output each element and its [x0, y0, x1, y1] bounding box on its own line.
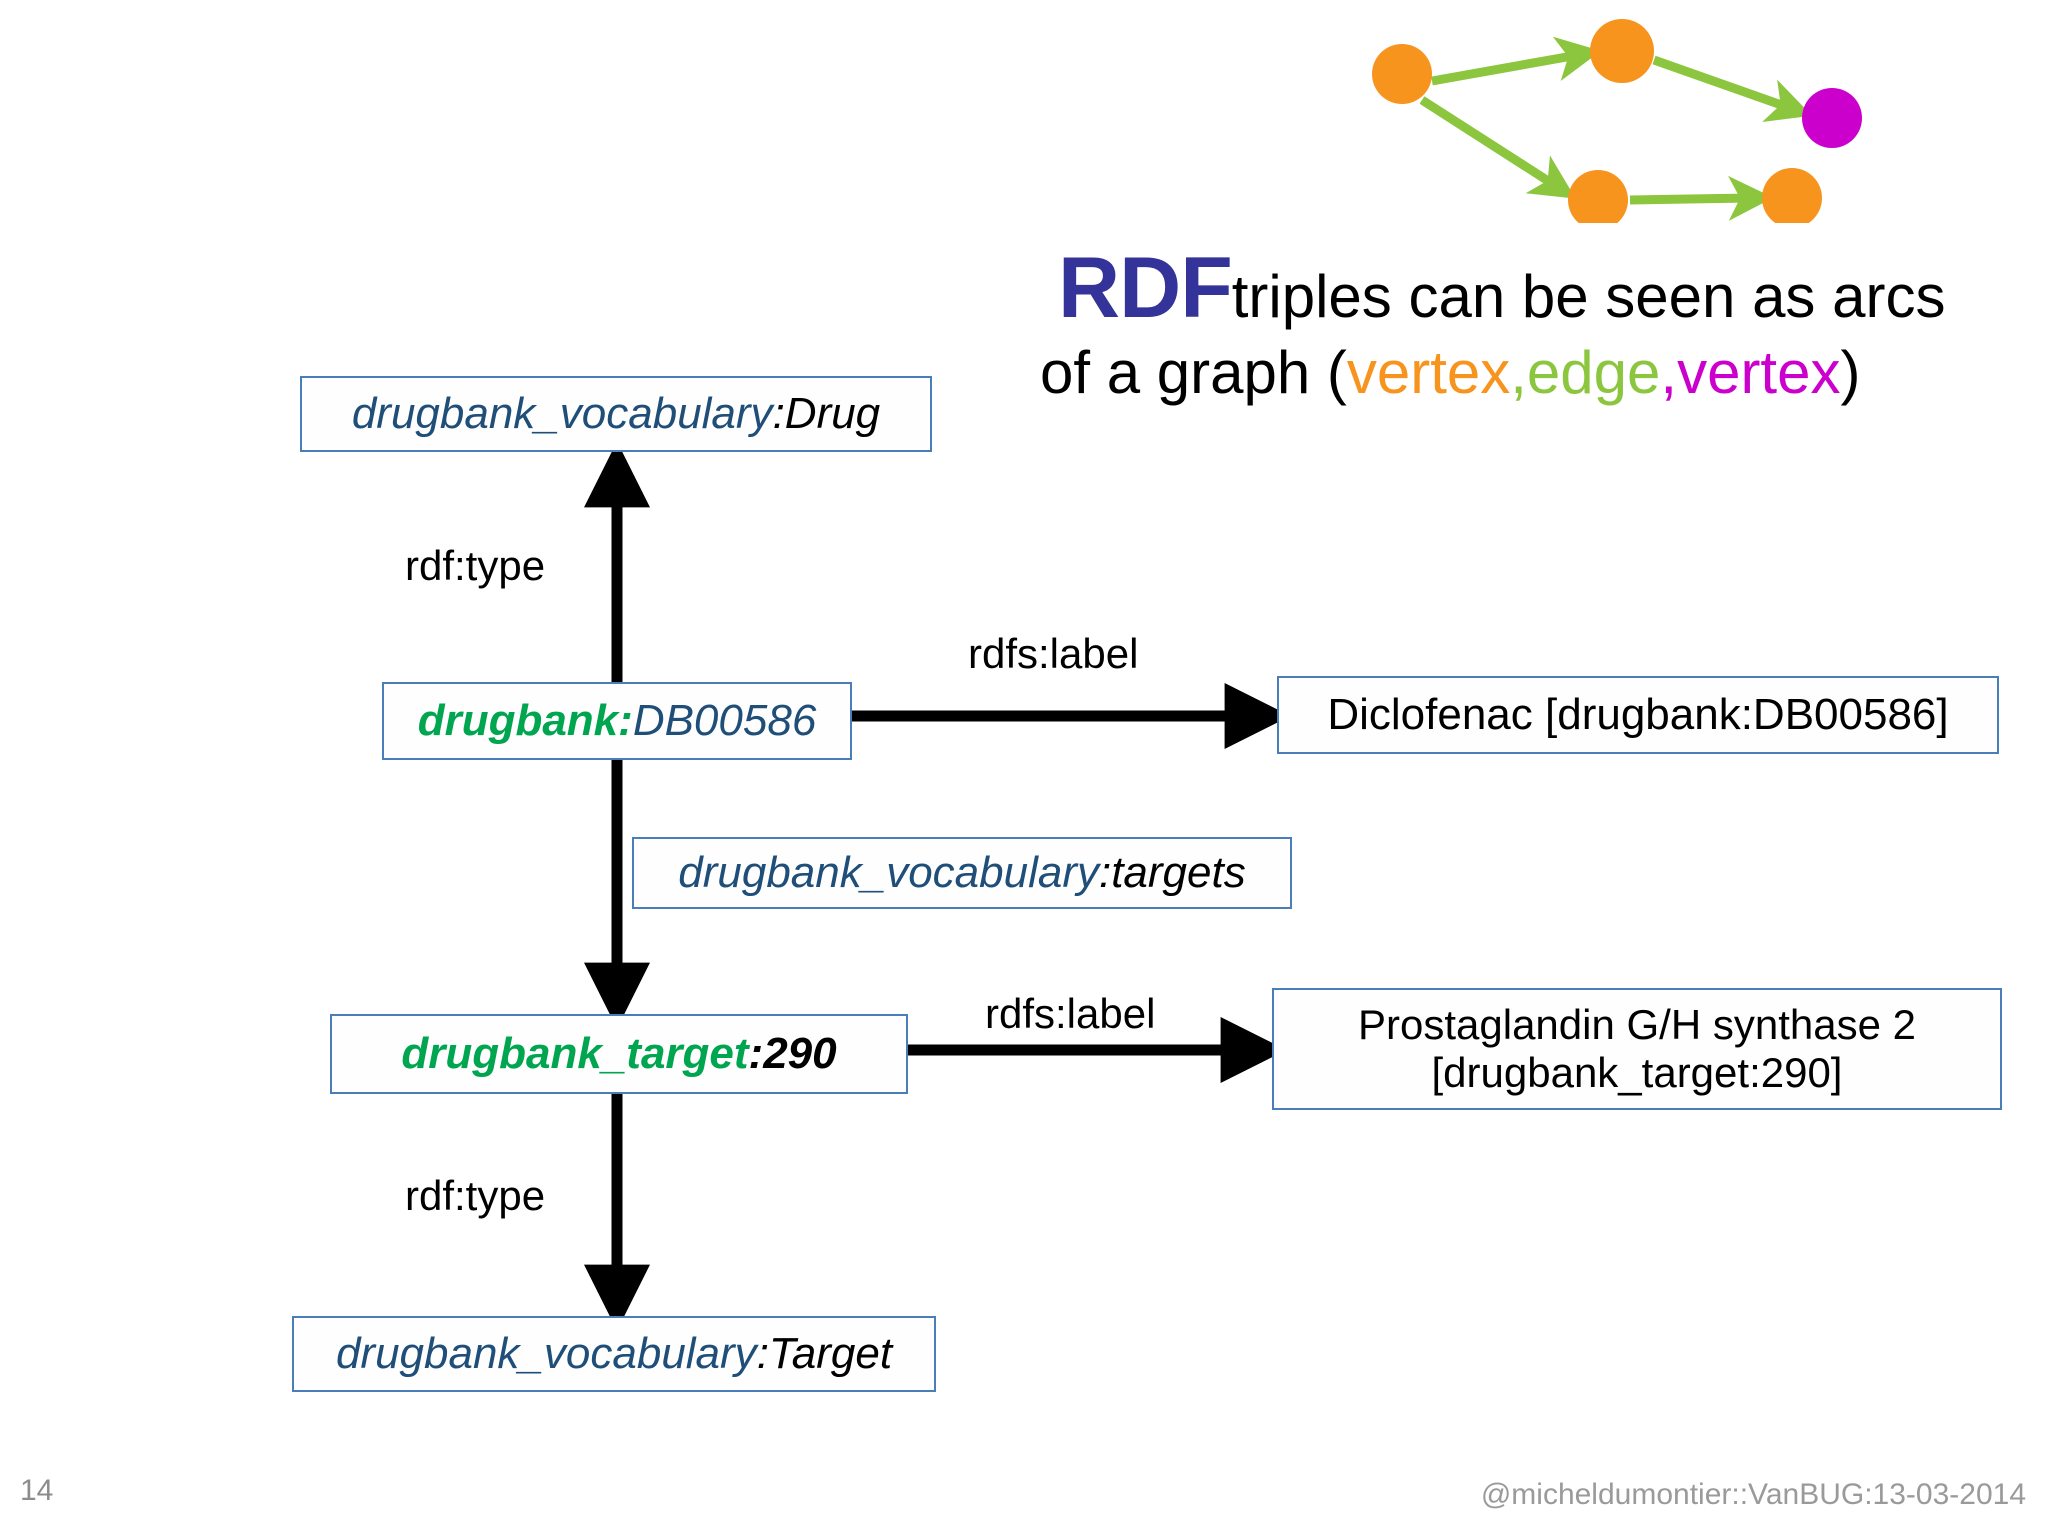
graph-node-orange-2	[1590, 19, 1654, 83]
banner-vertex-subject: vertex	[1346, 339, 1511, 406]
node-prostaglandin-line1: Prostaglandin G/H synthase 2	[1358, 1000, 1916, 1048]
banner-edge-word: edge	[1526, 339, 1661, 406]
node-drugbank-vocabulary-drug[interactable]: drugbank_vocabulary:Drug	[300, 376, 932, 452]
node-drugbank-id-prefix: drugbank	[417, 695, 619, 745]
banner-text-block: RDFtriples can be seen as arcs of a grap…	[1030, 245, 2040, 403]
banner-line-2: of a graph (vertex,edge,vertex)	[1040, 343, 2040, 403]
graph-edge-3	[1419, 96, 1576, 199]
node-drugbank-id-separator: :	[618, 695, 633, 745]
graph-node-orange-4	[1762, 168, 1822, 223]
node-targets-local: :targets	[1098, 847, 1246, 897]
node-drug-class-text: drugbank_vocabulary:Drug	[352, 389, 880, 440]
node-targets-text: drugbank_vocabulary:targets	[678, 848, 1245, 899]
node-drugbank-id-text: drugbank:DB00586	[418, 696, 817, 747]
edge-label-rdf-type-top: rdf:type	[405, 542, 546, 589]
node-targets-prefix: drugbank_vocabulary	[678, 847, 1099, 897]
page-number: 14	[20, 1474, 54, 1507]
node-target-id-local: :290	[748, 1028, 837, 1078]
graph-node-magenta	[1802, 88, 1862, 148]
node-diclofenac-label[interactable]: Diclofenac [drugbank:DB00586]	[1277, 676, 1999, 754]
node-drugbank-db00586[interactable]: drugbank:DB00586	[382, 682, 852, 760]
banner-comma-2: ,	[1660, 339, 1678, 406]
node-target-id-prefix: drugbank_target	[401, 1028, 749, 1078]
node-prostaglandin-label[interactable]: Prostaglandin G/H synthase 2 [drugbank_t…	[1272, 988, 2002, 1110]
graph-edge-1	[1431, 36, 1602, 86]
node-target-id-text: drugbank_target:290	[401, 1029, 836, 1080]
graph-node-orange-1	[1372, 44, 1432, 104]
rdf-banner: RDFtriples can be seen as arcs of a grap…	[1020, 0, 2048, 440]
banner-line-1: RDFtriples can be seen as arcs	[1058, 245, 2040, 331]
graph-edge-4	[1629, 175, 1774, 221]
attribution-footer: @micheldumontier::VanBUG:13-03-2014	[1480, 1478, 2026, 1511]
edge-label-rdf-type-bottom: rdf:type	[405, 1172, 546, 1219]
node-drugbank-vocabulary-target[interactable]: drugbank_vocabulary:Target	[292, 1316, 936, 1392]
rdf-graph-illustration	[1372, 19, 1862, 223]
rdf-wordmark: RDF	[1058, 240, 1233, 336]
node-target-class-prefix: drugbank_vocabulary	[335, 1328, 757, 1378]
banner-comma-1: ,	[1510, 339, 1527, 406]
node-prostaglandin-line2: [drugbank_target:290]	[1431, 1049, 1843, 1096]
node-diclofenac-text: Diclofenac [drugbank:DB00586]	[1327, 689, 1949, 739]
node-drug-class-prefix: drugbank_vocabulary	[351, 388, 773, 438]
banner-line2-prefix: of a graph (	[1040, 339, 1347, 406]
node-drug-class-local: :Drug	[772, 388, 881, 438]
edge-label-rdfs-label-bottom: rdfs:label	[985, 990, 1156, 1037]
node-target-class-local: :Target	[756, 1328, 893, 1378]
node-prostaglandin-text: Prostaglandin G/H synthase 2 [drugbank_t…	[1358, 1001, 1916, 1098]
node-drugbank-target-290[interactable]: drugbank_target:290	[330, 1014, 908, 1094]
banner-line2-suffix: )	[1840, 339, 1861, 406]
graph-node-orange-3	[1568, 170, 1628, 223]
node-drugbank-id-local: DB00586	[632, 695, 817, 745]
graph-edge-2	[1652, 55, 1813, 123]
banner-line1-rest: triples can be seen as arcs	[1231, 263, 1946, 330]
node-target-class-text: drugbank_vocabulary:Target	[336, 1329, 892, 1380]
node-drugbank-vocabulary-targets[interactable]: drugbank_vocabulary:targets	[632, 837, 1292, 909]
edge-label-rdfs-label-top: rdfs:label	[968, 630, 1139, 677]
banner-vertex-object: vertex	[1677, 339, 1841, 406]
